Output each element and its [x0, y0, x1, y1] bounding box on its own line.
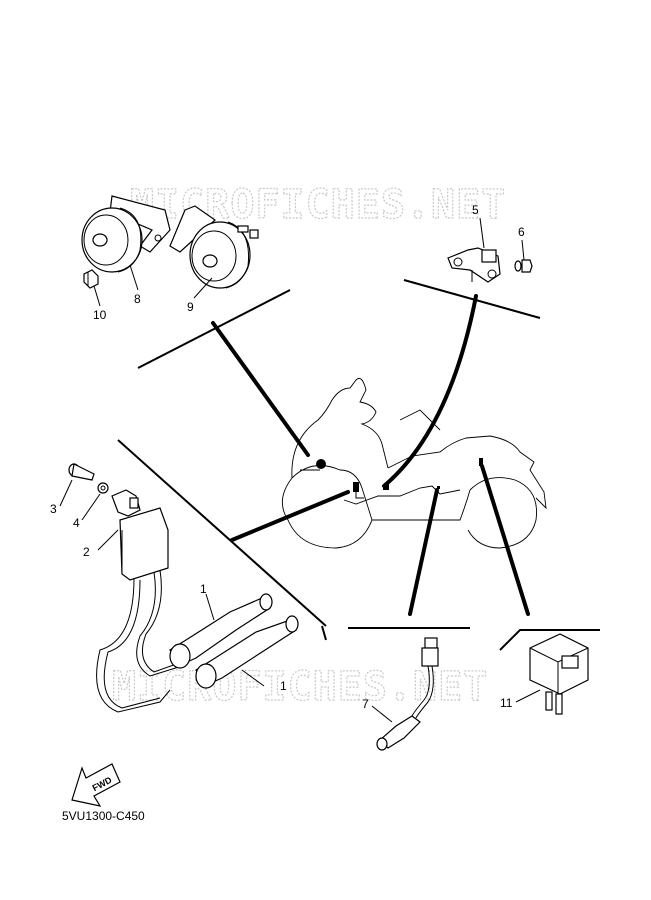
callout-11: 11: [500, 696, 513, 710]
ht-lead-1: [96, 577, 171, 713]
callout-4: 4: [73, 516, 80, 530]
ignition-group: 3 4 2 1 1: [50, 439, 327, 713]
relay-11: [529, 633, 589, 715]
bolt-3: [68, 463, 95, 481]
watermark-bottom: MICROFICHES.NET: [112, 664, 488, 710]
nut-10: [83, 269, 99, 289]
o2-sensor-group: 7: [348, 627, 470, 751]
callout-5: 5: [472, 203, 479, 217]
callout-1b: 1: [280, 679, 287, 693]
relay-frame-line: [499, 629, 600, 651]
relay-group: 11: [499, 629, 600, 715]
ignition-coil-2: [111, 489, 169, 581]
horn-group: 8 9 10: [81, 195, 291, 369]
callout-8: 8: [134, 292, 141, 306]
screw-6: [514, 259, 533, 273]
callout-3: 3: [50, 502, 57, 516]
callout-7: 7: [362, 697, 369, 711]
plug-cap-1a: [169, 593, 273, 669]
leader-horn: [211, 321, 310, 457]
plug-cap-1b: [195, 615, 299, 689]
drawing-code: 5VU1300-C450: [62, 809, 145, 823]
ignition-frame-line: [117, 439, 327, 627]
horn-right: [189, 221, 259, 289]
horn-left: [81, 207, 143, 273]
washer-4: [97, 482, 109, 494]
leader-o2-sensor: [408, 488, 439, 616]
o2-sensor-7: [376, 637, 439, 751]
leader-relay: [480, 464, 530, 616]
horn-frame-line: [137, 289, 291, 369]
callout-9: 9: [187, 300, 194, 314]
leader-sensor: [382, 294, 478, 488]
motorcycle-outline: [282, 377, 547, 549]
callout-6: 6: [518, 225, 525, 239]
leader-ignition: [230, 490, 350, 542]
sensor-frame-line: [403, 279, 541, 319]
fwd-arrow: FWD: [71, 763, 121, 807]
sensor-group: 5 6: [403, 203, 541, 319]
callout-2: 2: [83, 545, 90, 559]
callout-10: 10: [93, 308, 107, 322]
callout-1a: 1: [200, 582, 207, 596]
